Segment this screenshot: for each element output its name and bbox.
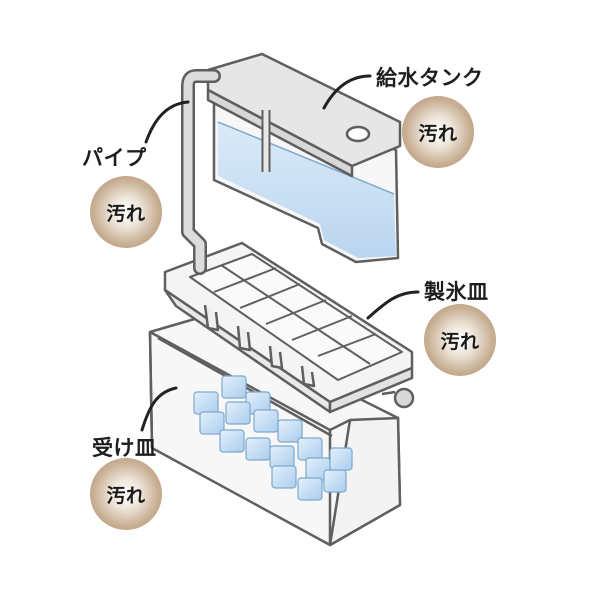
label-receiving-tray: 受け皿 [92, 436, 157, 460]
dirt-badge-text: 汚れ [418, 122, 458, 145]
dirt-badge-water-tank: 汚れ [402, 96, 474, 168]
label-water-tank: 給水タンク [376, 66, 484, 90]
dirt-badge-text: 汚れ [440, 330, 480, 353]
water-tank [206, 52, 402, 264]
label-ice-tray: 製氷皿 [424, 280, 489, 304]
label-pipe: パイプ [82, 146, 147, 170]
pipe [181, 69, 221, 275]
dirt-badge-receiving-tray: 汚れ [90, 458, 162, 530]
ice-cubes [193, 375, 353, 501]
leader-lines [140, 74, 420, 432]
dirt-badge-text: 汚れ [106, 484, 146, 507]
dirt-badge-pipe: 汚れ [90, 176, 162, 248]
ice-tray [163, 241, 415, 414]
dirt-badge-text: 汚れ [106, 202, 146, 225]
dirt-badge-ice-tray: 汚れ [424, 304, 496, 376]
